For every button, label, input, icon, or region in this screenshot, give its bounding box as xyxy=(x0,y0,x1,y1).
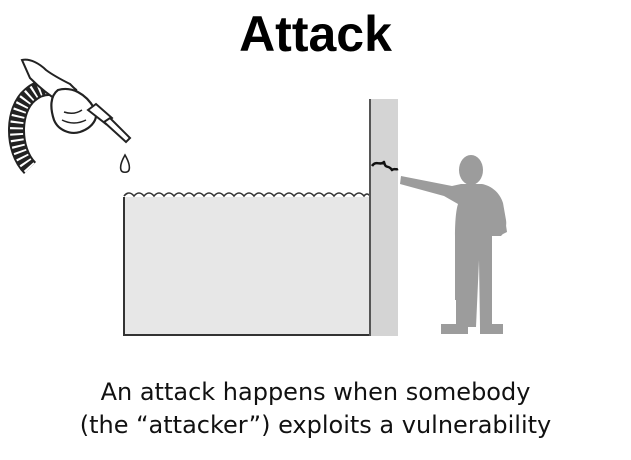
water-tank-icon xyxy=(123,192,371,336)
wall-icon xyxy=(369,99,398,336)
caption-line-1: An attack happens when somebody xyxy=(100,378,531,406)
slide-caption: An attack happens when somebody (the “at… xyxy=(0,376,631,442)
attacker-person-icon xyxy=(400,155,507,334)
water-drop-icon xyxy=(119,153,131,174)
slide-title: Attack xyxy=(239,6,392,62)
hose-nozzle-icon xyxy=(8,58,132,175)
wall-crack-icon xyxy=(370,160,399,172)
caption-line-2: (the “attacker”) exploits a vulnerabilit… xyxy=(79,411,552,439)
